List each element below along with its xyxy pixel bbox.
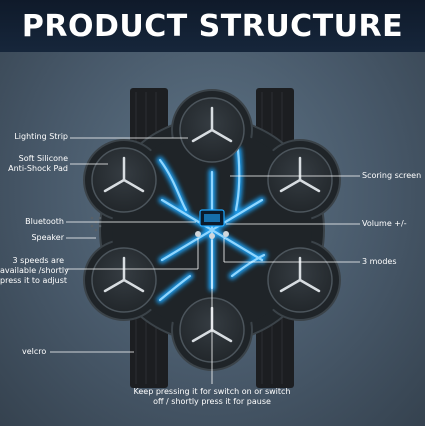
label-modes: 3 modes xyxy=(362,257,397,267)
label-speaker-text: Speaker xyxy=(31,233,64,242)
label-speeds-line2: available /shortly xyxy=(0,266,69,275)
speaker-grille xyxy=(90,216,102,232)
label-switch-line1: Keep pressing it for switch on or switch xyxy=(133,387,291,396)
label-velcro-text: velcro xyxy=(22,347,47,356)
label-soft-pad-line2: Anti-Shock Pad xyxy=(8,164,68,173)
leader-lines xyxy=(50,137,360,384)
label-soft-pad-line1: Soft Silicone xyxy=(18,154,68,163)
scoring-screen xyxy=(199,209,225,227)
label-volume: Volume +/- xyxy=(362,219,407,229)
label-bluetooth: Bluetooth xyxy=(4,217,64,227)
label-speeds-line3: press it to adjust xyxy=(0,276,68,285)
label-scoring-screen-text: Scoring screen xyxy=(362,171,422,180)
label-scoring-screen: Scoring screen xyxy=(362,171,421,181)
label-modes-text: 3 modes xyxy=(362,257,397,266)
label-soft-silicone-pad: Soft Silicone Anti-Shock Pad xyxy=(4,154,68,174)
title-bar: PRODUCT STRUCTURE xyxy=(0,0,425,52)
label-speaker: Speaker xyxy=(4,233,64,243)
label-speeds-line1: 3 speeds are xyxy=(12,256,64,265)
label-switch-line2: off / shortly press it for pause xyxy=(153,397,271,406)
label-bluetooth-text: Bluetooth xyxy=(25,217,64,226)
label-volume-text: Volume +/- xyxy=(362,219,407,228)
label-lighting-strip-text: Lighting Strip xyxy=(14,132,68,141)
label-lighting-strip: Lighting Strip xyxy=(10,132,68,142)
label-speed-button: 3 speeds are available /shortly press it… xyxy=(0,256,69,286)
page-title: PRODUCT STRUCTURE xyxy=(21,8,404,44)
control-buttons xyxy=(195,231,229,239)
label-velcro: velcro xyxy=(22,347,46,357)
label-power-button: Keep pressing it for switch on or switch… xyxy=(112,387,312,407)
